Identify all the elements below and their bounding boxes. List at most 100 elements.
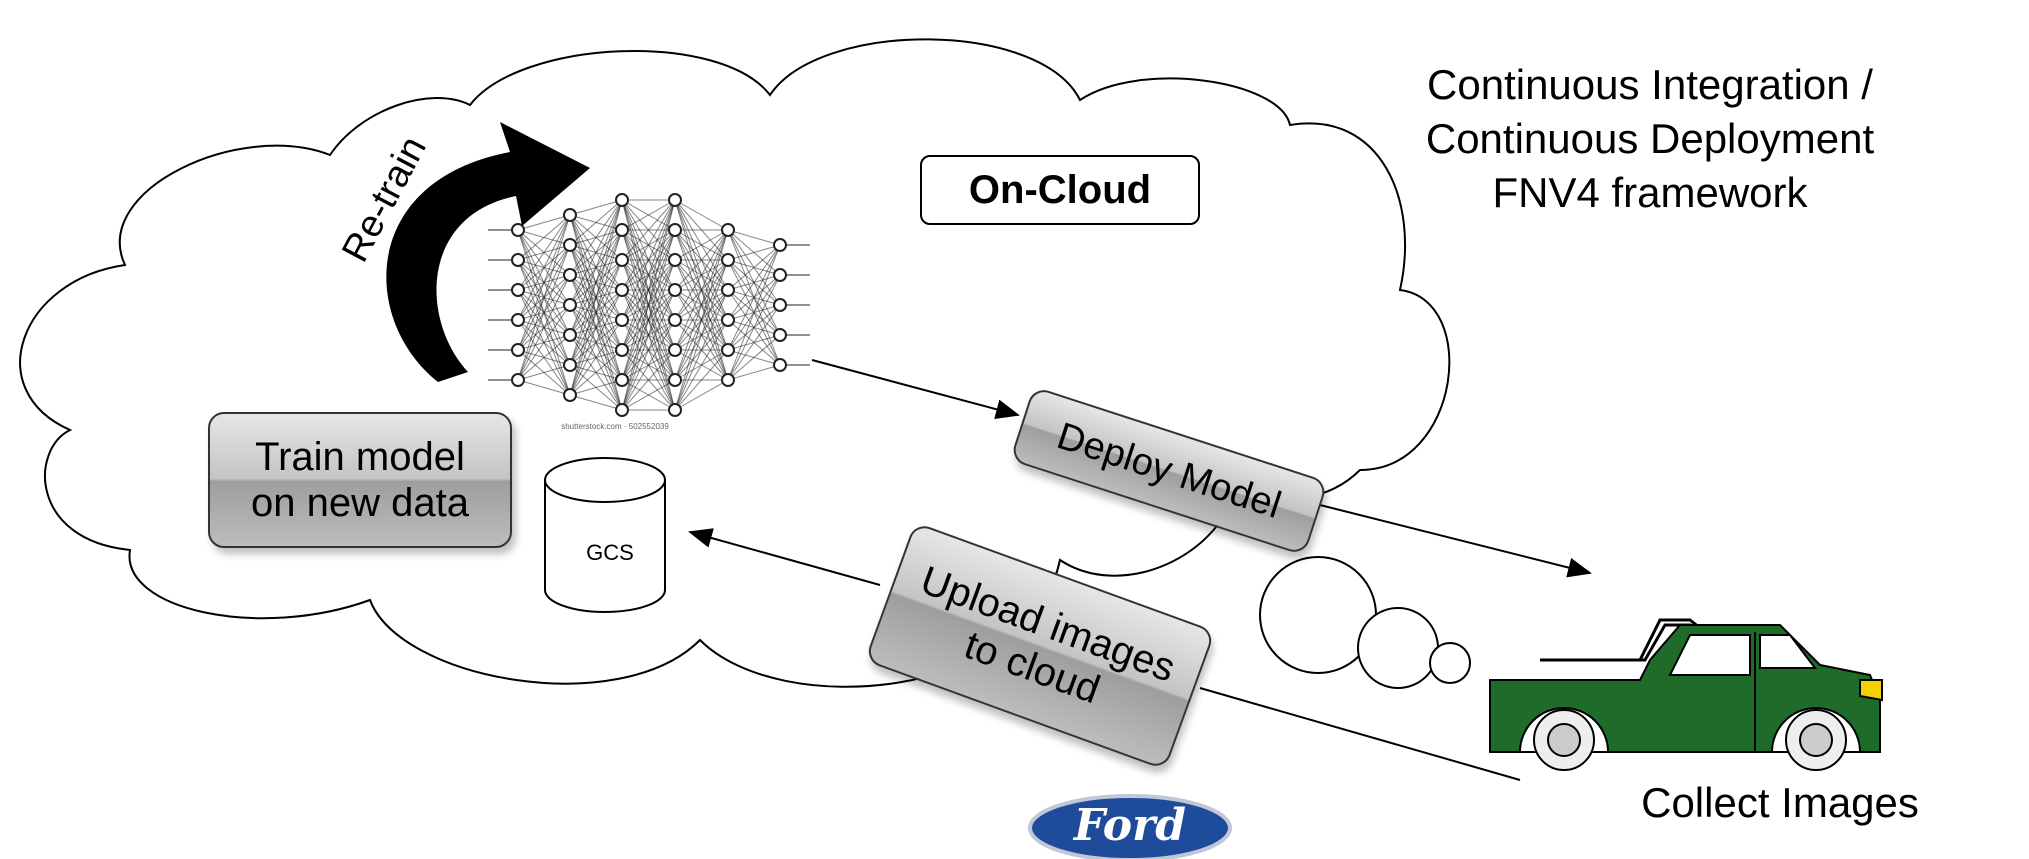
nn-node — [721, 313, 735, 327]
nn-node — [773, 298, 787, 312]
nn-node — [773, 268, 787, 282]
nn-edge — [569, 199, 623, 336]
nn-node — [668, 253, 682, 267]
nn-edge — [569, 229, 623, 396]
nn-edge — [674, 229, 729, 351]
nn-edge — [727, 244, 781, 261]
nn-node — [721, 373, 735, 387]
nn-edge — [621, 199, 676, 291]
nn-edge — [621, 289, 676, 411]
nn-node — [563, 358, 577, 372]
neural-network-icon — [488, 193, 810, 417]
watermark-text: shutterstock.com · 502552039 — [561, 422, 669, 431]
nn-edge — [674, 229, 729, 381]
nn-node — [721, 283, 735, 297]
nn-edge — [674, 349, 729, 411]
nn-edge — [569, 199, 623, 306]
nn-node — [563, 328, 577, 342]
nn-edge — [727, 229, 781, 246]
nn-node — [721, 223, 735, 237]
nn-node — [511, 373, 525, 387]
nn-node — [615, 283, 629, 297]
title-line-3: FNV4 framework — [1492, 169, 1808, 216]
nn-edge — [517, 379, 571, 396]
nn-node — [668, 223, 682, 237]
nn-edge — [674, 229, 729, 291]
nn-edge — [674, 379, 729, 411]
nn-edge — [569, 289, 623, 396]
nn-edge — [621, 199, 676, 411]
nn-node — [773, 238, 787, 252]
nn-node — [511, 223, 525, 237]
nn-node — [721, 253, 735, 267]
nn-node — [773, 358, 787, 372]
nn-node — [563, 208, 577, 222]
nn-edge — [621, 199, 676, 261]
nn-edge — [621, 229, 676, 411]
nn-edge — [621, 349, 676, 411]
nn-node — [721, 343, 735, 357]
nn-edge — [517, 214, 571, 351]
train-model-box: Train model on new data — [208, 412, 512, 548]
nn-edge — [517, 214, 571, 381]
nn-node — [511, 253, 525, 267]
retrain-arrow — [386, 122, 590, 382]
nn-edge — [621, 199, 676, 231]
nn-node — [615, 313, 629, 327]
nn-node — [773, 328, 787, 342]
nn-edge — [569, 319, 623, 396]
nn-edge — [674, 229, 729, 261]
nn-edge — [727, 244, 781, 381]
nn-edge — [674, 259, 729, 411]
nn-edge — [517, 334, 571, 381]
nn-node — [668, 403, 682, 417]
nn-node — [563, 268, 577, 282]
nn-edge — [569, 199, 623, 276]
nn-node — [615, 343, 629, 357]
nn-node — [615, 223, 629, 237]
nn-edge — [621, 199, 676, 381]
title-line-1: Continuous Integration / — [1427, 61, 1873, 108]
nn-edge — [517, 364, 571, 381]
nn-edge — [569, 349, 623, 396]
nn-node — [668, 373, 682, 387]
diagram-title: Continuous Integration / Continuous Depl… — [1390, 58, 1910, 220]
nn-to-deploy-arrow — [811, 359, 1020, 419]
collect-images-label: Collect Images — [1641, 779, 1919, 826]
thought-bubble-small — [1429, 642, 1471, 684]
nn-edge — [727, 304, 781, 381]
nn-edge — [569, 199, 623, 216]
nn-edge — [569, 259, 623, 396]
nn-node — [563, 388, 577, 402]
thought-bubble-medium — [1357, 607, 1439, 689]
nn-node — [668, 313, 682, 327]
nn-node — [615, 253, 629, 267]
train-box-line-2: on new data — [251, 481, 469, 525]
nn-node — [615, 193, 629, 207]
nn-node — [563, 298, 577, 312]
nn-edge — [727, 244, 781, 321]
gcs-label: GCS — [586, 540, 634, 565]
nn-edge — [569, 199, 623, 366]
nn-edge — [674, 289, 729, 411]
nn-edge — [517, 274, 571, 381]
nn-edge — [727, 274, 781, 381]
nn-node — [668, 283, 682, 297]
nn-edge — [621, 199, 676, 351]
nn-edge — [727, 244, 781, 291]
on-cloud-label: On-Cloud — [920, 155, 1200, 225]
nn-edge — [569, 379, 623, 396]
train-box-line-1: Train model — [255, 435, 465, 479]
gcs-cylinder-icon — [544, 457, 666, 613]
ford-logo-text: Ford — [1073, 800, 1187, 851]
nn-edge — [621, 199, 676, 321]
nn-edge — [569, 199, 623, 246]
nn-edge — [727, 334, 781, 381]
nn-node — [511, 343, 525, 357]
nn-edge — [569, 394, 623, 411]
nn-edge — [517, 244, 571, 381]
nn-node — [563, 238, 577, 252]
nn-edge — [569, 199, 623, 396]
nn-edge — [727, 244, 781, 351]
